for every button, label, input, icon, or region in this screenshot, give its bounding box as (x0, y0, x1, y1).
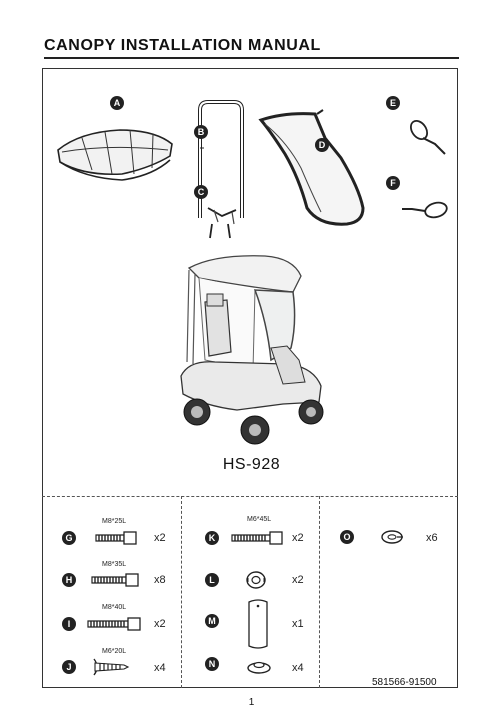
part-label-f: F (386, 176, 400, 190)
part-label-b: B (194, 125, 208, 139)
bolt-i-qty: x2 (154, 618, 166, 630)
page-number: 1 (248, 697, 255, 708)
part-label-j: J (62, 660, 76, 674)
bolt-k-qty: x2 (292, 532, 304, 544)
washer-n-qty: x4 (292, 662, 304, 674)
section-divider-vertical-1 (181, 496, 182, 688)
windshield-illustration (258, 109, 365, 226)
section-divider-vertical-2 (319, 496, 320, 688)
canopy-frame-illustration (198, 100, 244, 239)
bolt-g-spec: M8*25L (102, 518, 127, 525)
bracket-m-icon (248, 599, 268, 649)
part-label-o: O (340, 530, 354, 544)
nut-l-qty: x2 (292, 574, 304, 586)
bolt-g-icon (95, 531, 137, 545)
scooter-with-canopy-illustration (180, 255, 324, 445)
part-label-l: L (205, 573, 219, 587)
part-label-m: M (205, 614, 219, 628)
screw-j-icon (93, 658, 130, 676)
bolt-h-qty: x8 (154, 574, 166, 586)
bolt-h-spec: M8*35L (102, 561, 127, 568)
bolt-i-icon (87, 617, 141, 631)
washer-n-icon (247, 661, 271, 674)
part-label-d: D (315, 138, 329, 152)
part-number: 581566-91500 (372, 677, 437, 688)
part-label-k: K (205, 531, 219, 545)
manual-frame (42, 68, 458, 688)
mirror-left-illustration (402, 201, 448, 219)
part-label-c: C (194, 185, 208, 199)
nut-l-icon (246, 571, 266, 589)
screw-j-spec: M6*20L (102, 648, 127, 655)
bolt-k-spec: M6*45L (247, 516, 272, 523)
page-title: CANOPY INSTALLATION MANUAL (44, 37, 321, 54)
bolt-g-qty: x2 (154, 532, 166, 544)
mirror-right-illustration (409, 119, 446, 155)
part-label-i: I (62, 617, 76, 631)
clip-o-icon (381, 530, 403, 544)
title-underline (44, 57, 459, 59)
part-label-e: E (386, 96, 400, 110)
part-label-g: G (62, 531, 76, 545)
screw-j-qty: x4 (154, 662, 166, 674)
clip-o-qty: x6 (426, 532, 438, 544)
model-name: HS-928 (222, 456, 281, 473)
bracket-m-qty: x1 (292, 618, 304, 630)
part-label-n: N (205, 657, 219, 671)
part-label-h: H (62, 573, 76, 587)
canopy-roof-illustration (57, 129, 173, 181)
section-divider-horizontal (42, 496, 458, 497)
part-label-a: A (110, 96, 124, 110)
bolt-h-icon (91, 573, 139, 587)
bolt-i-spec: M8*40L (102, 604, 127, 611)
bolt-k-icon (231, 531, 283, 545)
